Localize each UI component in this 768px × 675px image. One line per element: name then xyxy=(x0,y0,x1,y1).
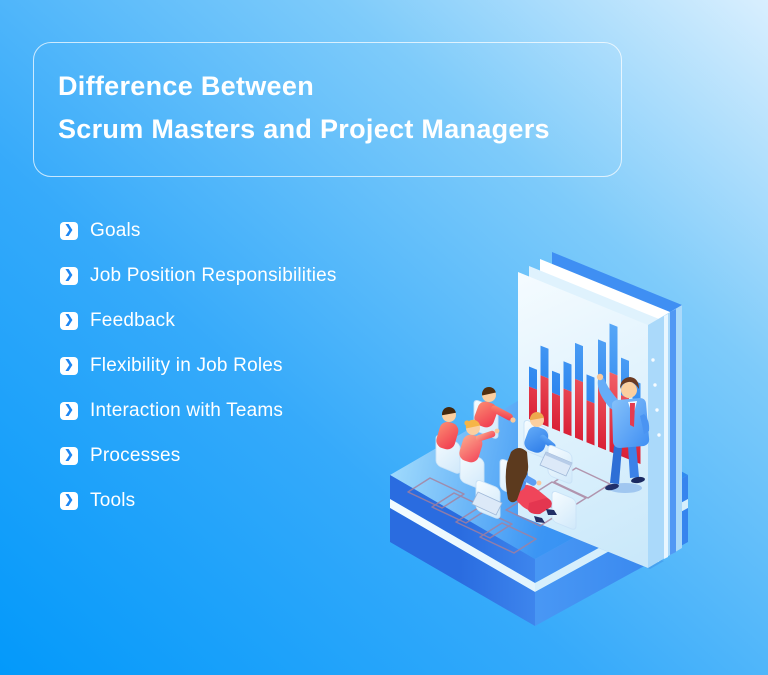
audience-person-back xyxy=(474,387,516,428)
topic-item-interaction-with-teams: ❯ Interaction with Teams xyxy=(60,400,337,421)
topic-label: Processes xyxy=(90,445,181,466)
topic-label: Job Position Responsibilities xyxy=(90,265,337,286)
audience xyxy=(407,387,611,554)
laptop xyxy=(539,451,573,477)
chevron-bullet-icon: ❯ xyxy=(60,312,78,330)
topic-item-feedback: ❯ Feedback xyxy=(60,310,337,331)
chevron-bullet-icon: ❯ xyxy=(60,267,78,285)
topic-label: Goals xyxy=(90,220,141,241)
audience-person-front-woman xyxy=(505,448,557,523)
presenter xyxy=(596,373,650,493)
topic-label: Feedback xyxy=(90,310,176,331)
chevron-bullet-icon: ❯ xyxy=(60,222,78,240)
title-line-2: Scrum Masters and Project Managers xyxy=(58,114,550,144)
chevron-bullet-icon: ❯ xyxy=(60,402,78,420)
title-box: Difference Between Scrum Masters and Pro… xyxy=(33,42,622,177)
chevron-bullet-icon: ❯ xyxy=(60,492,78,510)
topic-item-goals: ❯ Goals xyxy=(60,220,337,241)
audience-person-left xyxy=(436,407,459,450)
topic-item-tools: ❯ Tools xyxy=(60,490,337,511)
topic-item-processes: ❯ Processes xyxy=(60,445,337,466)
audience-person-blonde xyxy=(459,419,500,463)
topic-label: Tools xyxy=(90,490,136,511)
topic-label: Interaction with Teams xyxy=(90,400,284,421)
topic-list: ❯ Goals ❯ Job Position Responsibilities … xyxy=(60,220,337,537)
chevron-bullet-icon: ❯ xyxy=(60,447,78,465)
topic-label: Flexibility in Job Roles xyxy=(90,355,283,376)
title-line-1: Difference Between xyxy=(58,71,314,101)
laptop xyxy=(471,491,503,516)
topic-item-job-position-responsibilities: ❯ Job Position Responsibilities xyxy=(60,265,337,286)
chevron-bullet-icon: ❯ xyxy=(60,357,78,375)
topic-item-flexibility-in-job-roles: ❯ Flexibility in Job Roles xyxy=(60,355,337,376)
